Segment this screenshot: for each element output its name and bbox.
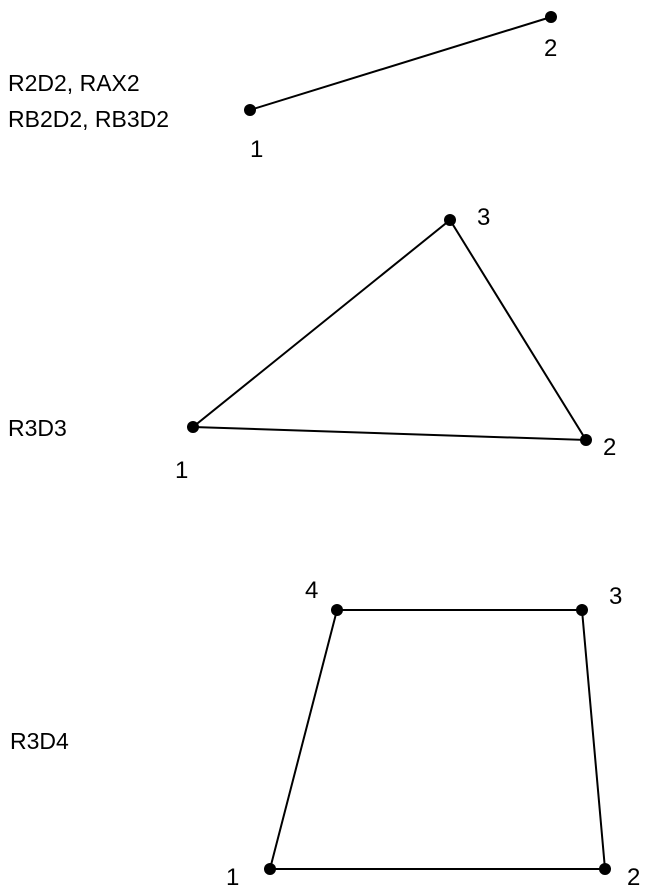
edge-1-2 <box>249 16 552 111</box>
node-label-2: 2 <box>544 35 557 62</box>
node-1 <box>244 104 256 116</box>
node-3 <box>576 604 588 616</box>
node-2 <box>580 434 592 446</box>
node-label-1: 1 <box>250 136 263 163</box>
node-2 <box>545 11 557 23</box>
element-label-r2d2-rax2: R2D2, RAX2 <box>8 70 140 96</box>
element-group-2-node: R2D2, RAX2 RB2D2, RB3D2 1 2 <box>8 11 557 163</box>
node-label-1: 1 <box>226 864 239 891</box>
node-4 <box>331 604 343 616</box>
element-group-4-node: R3D4 1 2 3 4 <box>10 577 640 891</box>
node-label-2: 2 <box>603 434 616 461</box>
node-label-3: 3 <box>477 204 490 231</box>
element-label-r3d4: R3D4 <box>10 728 69 754</box>
triangle-edges <box>190 218 588 442</box>
element-group-3-node: R3D3 1 2 3 <box>8 204 616 484</box>
element-label-rb2d2-rb3d2: RB2D2, RB3D2 <box>8 106 169 132</box>
node-label-1: 1 <box>175 457 188 484</box>
node-label-2: 2 <box>627 864 640 891</box>
quadrilateral-edges <box>268 609 607 870</box>
element-label-r3d3: R3D3 <box>8 415 67 441</box>
node-1 <box>264 863 276 875</box>
node-2 <box>599 863 611 875</box>
node-1 <box>187 421 199 433</box>
node-label-3: 3 <box>609 583 622 610</box>
node-3 <box>444 214 456 226</box>
node-label-4: 4 <box>305 577 318 604</box>
